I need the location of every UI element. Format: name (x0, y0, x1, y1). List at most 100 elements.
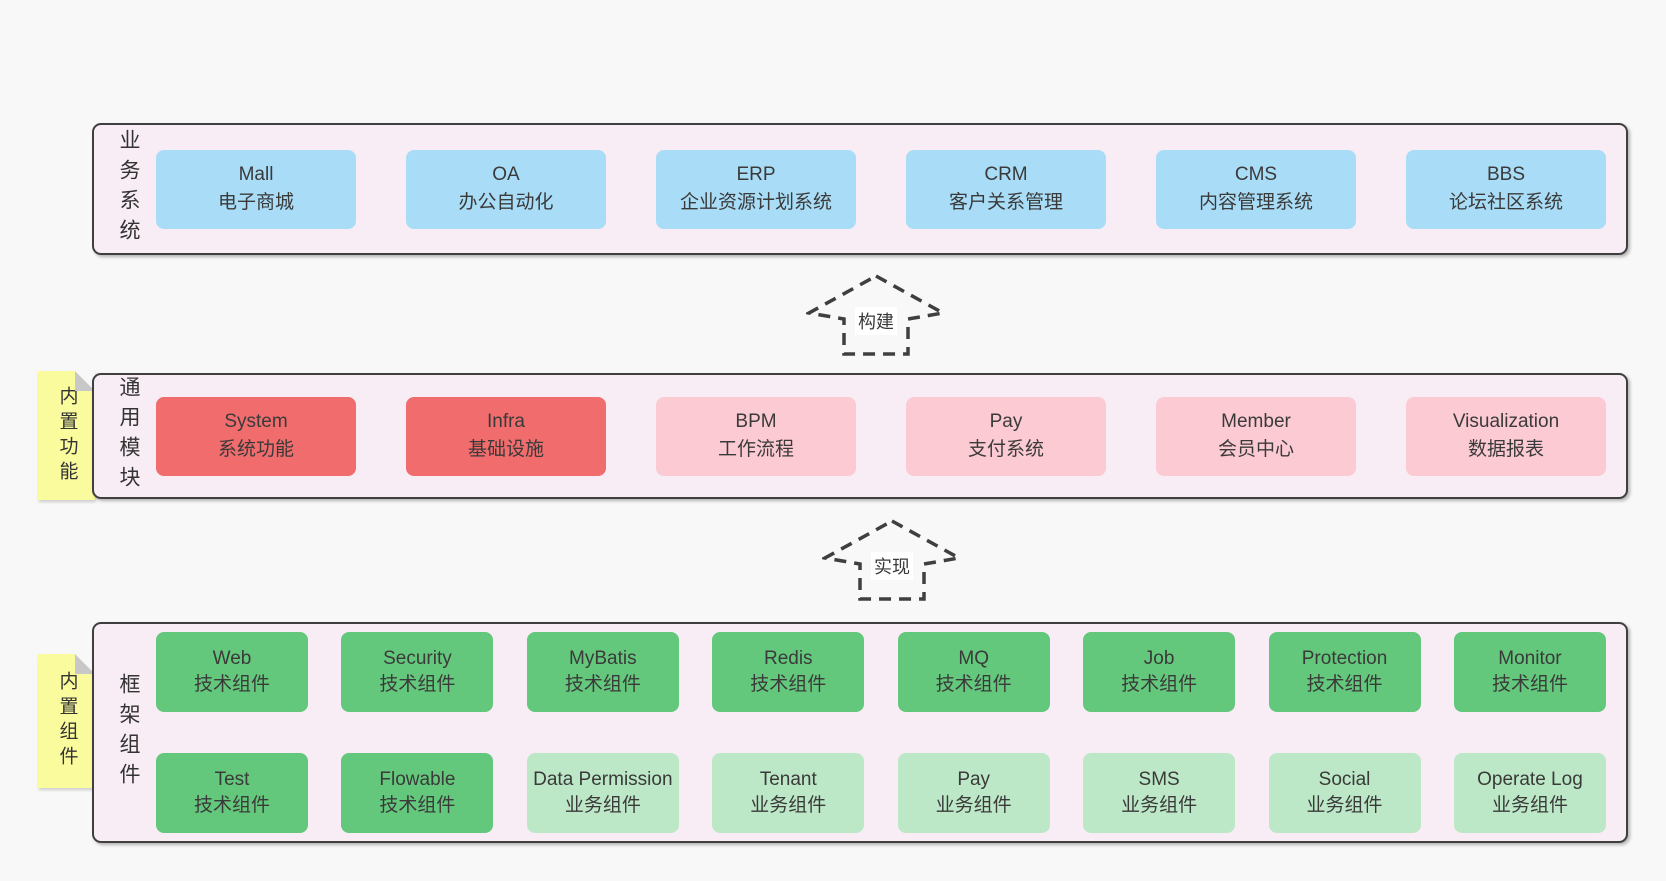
box-subtitle: 业务组件 (1306, 794, 1383, 816)
arrow-implement: 实现 (822, 518, 962, 602)
box-subtitle: 会员中心 (1217, 439, 1294, 460)
box-title: Social (1318, 768, 1371, 790)
box-mq: MQ 技术组件 (897, 632, 1050, 713)
layer-label-business-systems: 业务系统 (117, 129, 140, 249)
box-title: Pay (957, 768, 991, 790)
box-bbs: BBS 论坛社区系统 (1406, 149, 1606, 229)
box-pay-biz: Pay 业务组件 (897, 752, 1050, 833)
box-title: CMS (1234, 164, 1278, 185)
box-subtitle: 业务组件 (935, 794, 1012, 816)
box-title: Redis (763, 648, 813, 670)
box-title: BBS (1486, 164, 1526, 185)
note-builtin-components: 内置组件 (38, 654, 95, 788)
box-protection: Protection 技术组件 (1268, 632, 1421, 713)
box-subtitle: 工作流程 (717, 439, 794, 460)
note-builtin-features: 内置功能 (38, 371, 95, 500)
box-title: Test (214, 768, 250, 790)
arrow-label: 构建 (855, 306, 897, 335)
note-text: 内置组件 (56, 671, 78, 771)
box-title: Mall (238, 164, 274, 185)
framework-components-rows: Web 技术组件 Security 技术组件 MyBatis 技术组件 Redi… (148, 624, 1626, 841)
layer-label-common-modules: 通用模块 (117, 376, 140, 496)
box-subtitle: 论坛社区系统 (1448, 192, 1563, 213)
box-subtitle: 系统功能 (217, 439, 294, 460)
box-oa: OA 办公自动化 (406, 149, 606, 229)
box-subtitle: 业务组件 (750, 794, 827, 816)
box-title: Data Permission (533, 768, 673, 790)
box-operate-log: Operate Log 业务组件 (1453, 752, 1606, 833)
layer-framework-components: 框架组件 Web 技术组件 Security 技术组件 MyBatis 技术组件… (92, 622, 1628, 843)
box-title: CRM (984, 164, 1028, 185)
box-subtitle: 业务组件 (1121, 794, 1198, 816)
box-subtitle: 技术组件 (1306, 674, 1383, 696)
box-mall: Mall 电子商城 (156, 149, 356, 229)
layer-common-modules: 通用模块 System 系统功能 Infra 基础设施 BPM 工作流程 Pay… (92, 373, 1628, 499)
box-title: Flowable (379, 768, 456, 790)
box-title: Tenant (759, 768, 817, 790)
framework-components-row-2: Test 技术组件 Flowable 技术组件 Data Permission … (148, 745, 1626, 842)
box-monitor: Monitor 技术组件 (1453, 632, 1606, 713)
box-subtitle: 技术组件 (1121, 674, 1198, 696)
box-crm: CRM 客户关系管理 (906, 149, 1106, 229)
box-subtitle: 技术组件 (379, 674, 456, 696)
box-visualization: Visualization 数据报表 (1406, 396, 1606, 476)
arrow-label: 实现 (871, 551, 913, 580)
box-member: Member 会员中心 (1156, 396, 1356, 476)
note-text: 内置功能 (56, 385, 78, 486)
box-title: MQ (958, 648, 989, 670)
box-title: System (224, 411, 288, 432)
box-subtitle: 业务组件 (564, 794, 641, 816)
box-title: OA (492, 164, 520, 185)
box-redis: Redis 技术组件 (712, 632, 865, 713)
box-test: Test 技术组件 (156, 752, 308, 833)
box-subtitle: 客户关系管理 (948, 192, 1063, 213)
box-title: Monitor (1498, 648, 1562, 670)
framework-components-row-1: Web 技术组件 Security 技术组件 MyBatis 技术组件 Redi… (148, 624, 1626, 721)
box-subtitle: 技术组件 (193, 794, 270, 816)
common-modules-row: System 系统功能 Infra 基础设施 BPM 工作流程 Pay 支付系统… (148, 375, 1626, 497)
box-subtitle: 技术组件 (379, 794, 456, 816)
box-system: System 系统功能 (156, 396, 356, 476)
box-web: Web 技术组件 (156, 632, 308, 713)
box-title: Job (1143, 648, 1175, 670)
box-mybatis: MyBatis 技术组件 (526, 632, 679, 713)
box-subtitle: 技术组件 (1491, 674, 1568, 696)
box-security: Security 技术组件 (341, 632, 494, 713)
box-subtitle: 数据报表 (1467, 439, 1544, 460)
box-erp: ERP 企业资源计划系统 (656, 149, 856, 229)
box-cms: CMS 内容管理系统 (1156, 149, 1356, 229)
box-pay: Pay 支付系统 (906, 396, 1106, 476)
box-sms: SMS 业务组件 (1083, 752, 1236, 833)
box-infra: Infra 基础设施 (406, 396, 606, 476)
box-subtitle: 技术组件 (193, 674, 270, 696)
layer-label-framework-components: 框架组件 (117, 672, 140, 793)
arrow-build: 构建 (806, 273, 946, 357)
business-systems-row: Mall 电子商城 OA 办公自动化 ERP 企业资源计划系统 CRM 客户关系… (148, 125, 1626, 253)
box-flowable: Flowable 技术组件 (341, 752, 494, 833)
box-job: Job 技术组件 (1083, 632, 1236, 713)
box-subtitle: 技术组件 (750, 674, 827, 696)
box-subtitle: 业务组件 (1491, 794, 1568, 816)
box-data-permission: Data Permission 业务组件 (526, 752, 679, 833)
box-title: Infra (486, 411, 526, 432)
box-title: Protection (1301, 648, 1388, 670)
box-title: Operate Log (1477, 768, 1583, 790)
box-subtitle: 技术组件 (935, 674, 1012, 696)
box-subtitle: 技术组件 (564, 674, 641, 696)
box-subtitle: 支付系统 (967, 439, 1044, 460)
box-subtitle: 内容管理系统 (1198, 192, 1313, 213)
layer-business-systems: 业务系统 Mall 电子商城 OA 办公自动化 ERP 企业资源计划系统 CRM… (92, 123, 1628, 255)
box-social: Social 业务组件 (1268, 752, 1421, 833)
box-title: BPM (735, 411, 777, 432)
box-subtitle: 电子商城 (217, 192, 294, 213)
box-tenant: Tenant 业务组件 (712, 752, 865, 833)
box-title: SMS (1138, 768, 1180, 790)
box-title: Pay (989, 411, 1023, 432)
box-subtitle: 办公自动化 (458, 192, 554, 213)
box-title: Member (1221, 411, 1291, 432)
box-bpm: BPM 工作流程 (656, 396, 856, 476)
box-title: Security (383, 648, 452, 670)
box-subtitle: 企业资源计划系统 (679, 192, 832, 213)
box-title: MyBatis (569, 648, 637, 670)
